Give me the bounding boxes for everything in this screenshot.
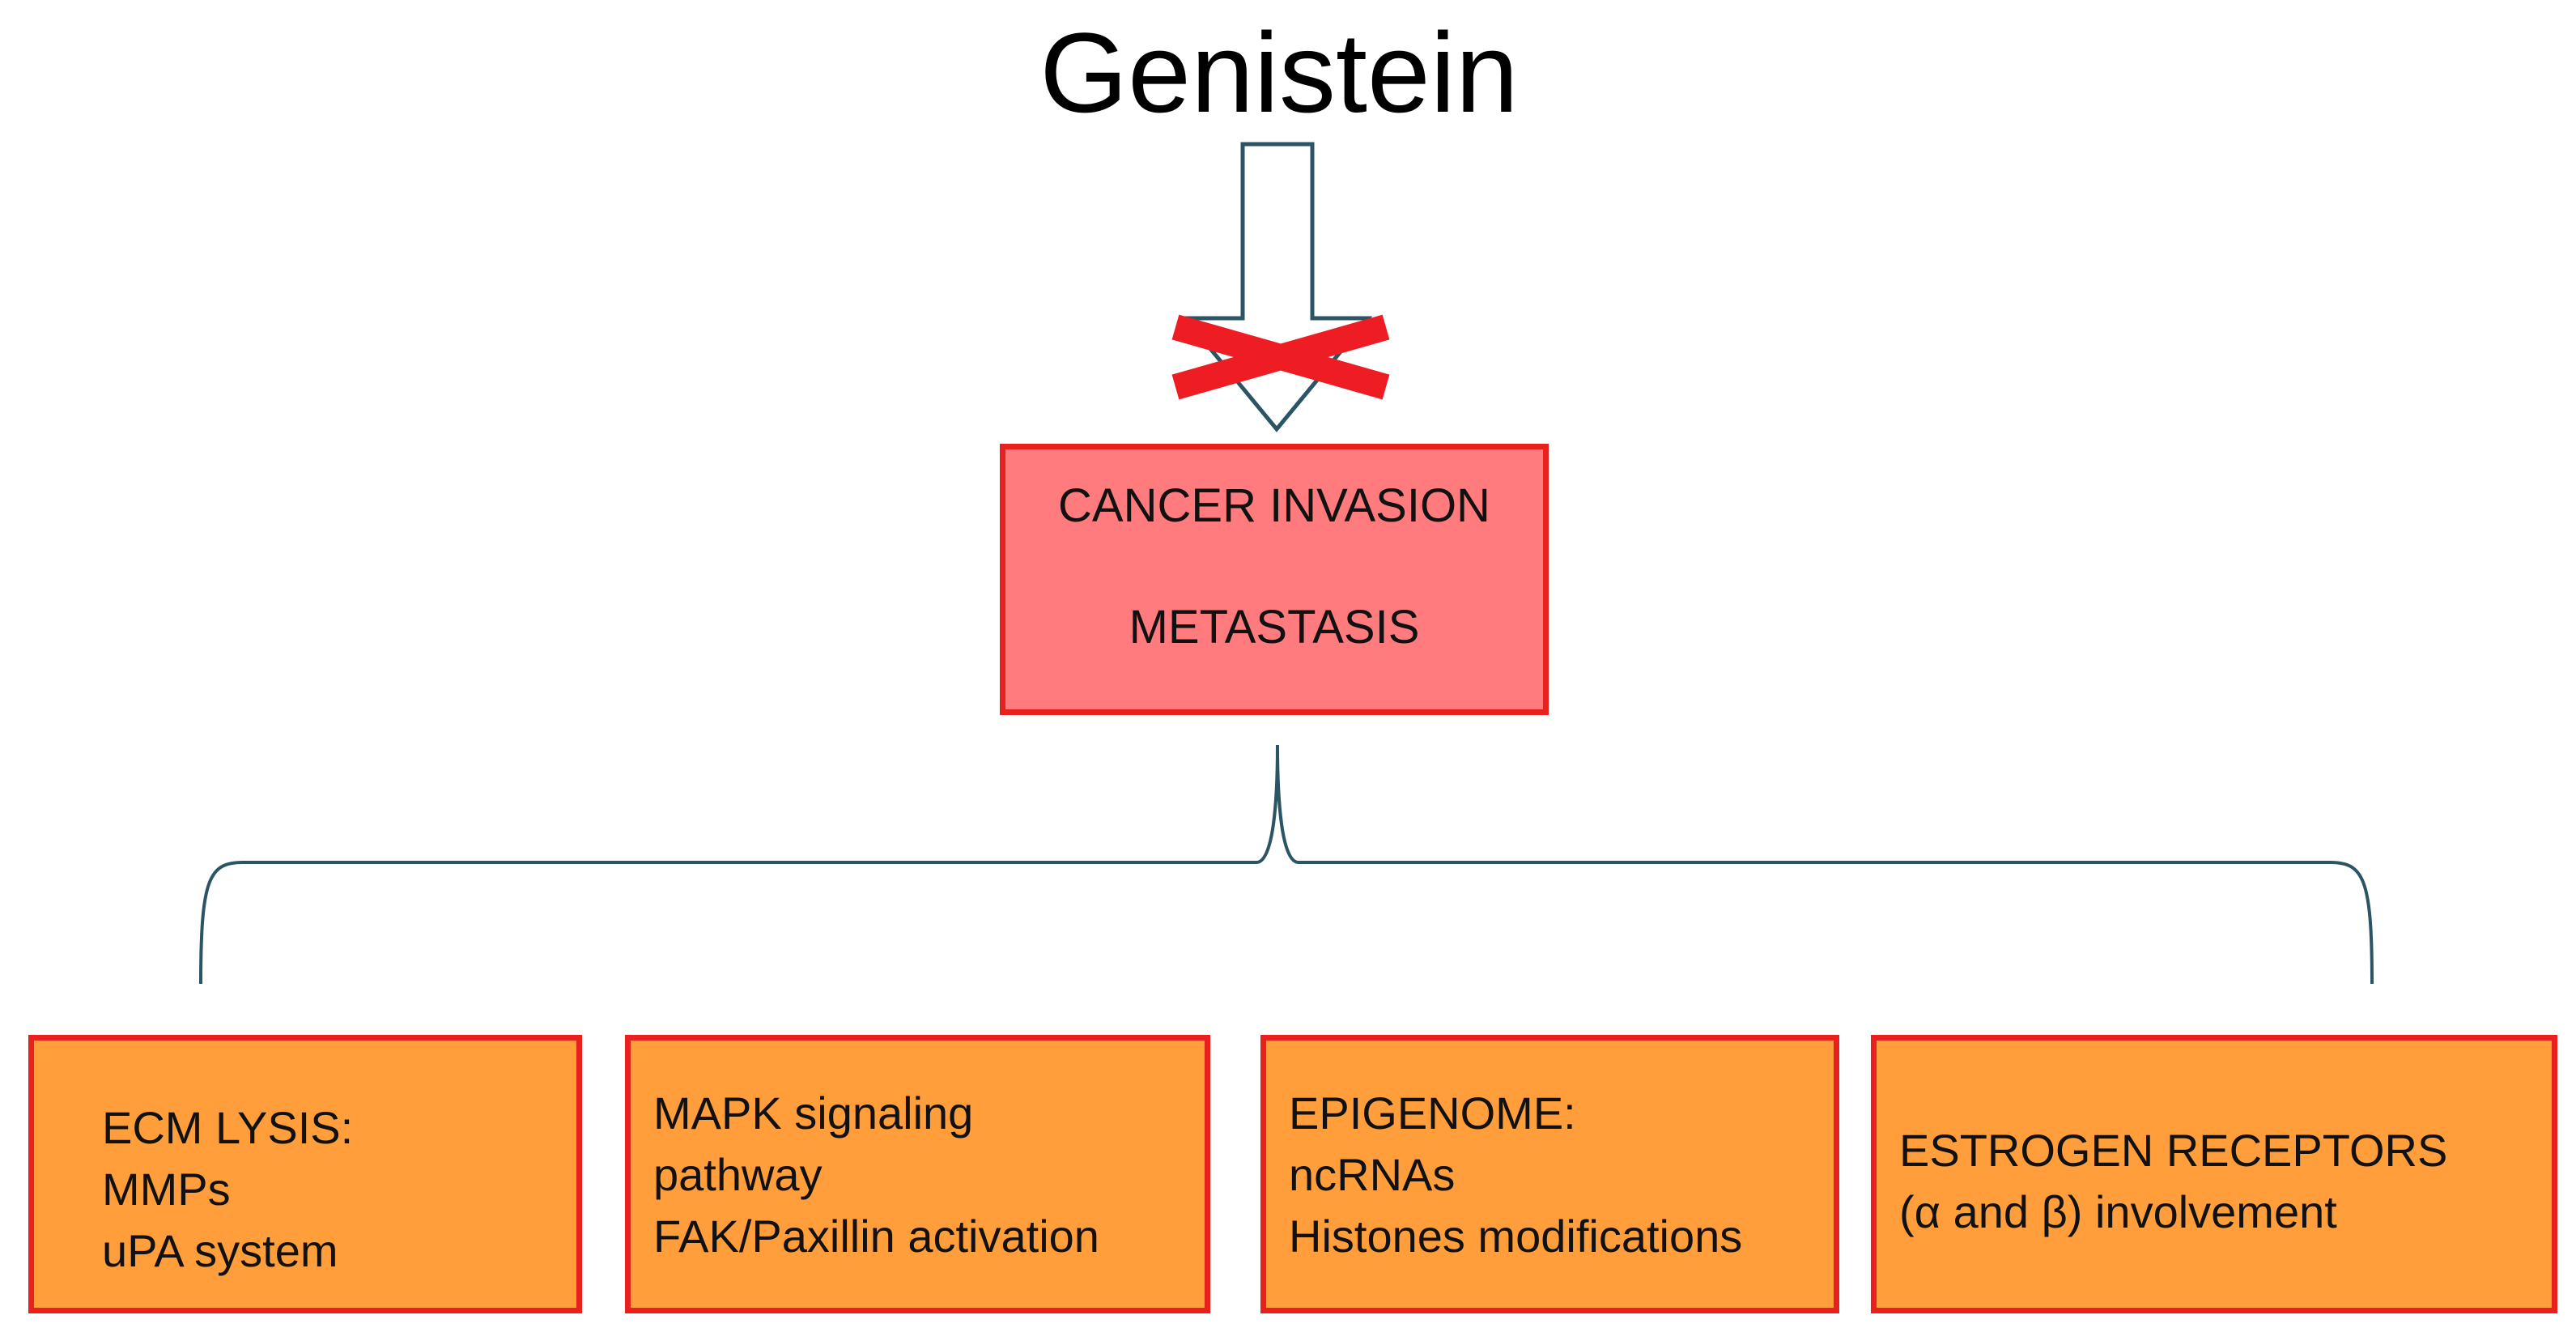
box-ecm-lysis-line-3: uPA system [102,1225,338,1276]
box-mapk-line-1: MAPK signaling [653,1088,974,1139]
box-epigenome-line-1: EPIGENOME: [1289,1088,1576,1139]
block-cross-icon [1171,314,1390,400]
box-estrogen-receptors: ESTROGEN RECEPTORS (α and β) involvement [1871,1035,2557,1313]
box-estrogen-line-2: (α and β) involvement [1899,1186,2337,1237]
box-epigenome-line-2: ncRNAs [1289,1149,1456,1200]
box-mapk-signaling: MAPK signaling pathway FAK/Paxillin acti… [625,1035,1210,1313]
box-ecm-lysis: ECM LYSIS: MMPs uPA system [28,1035,582,1313]
box-estrogen-line-1: ESTROGEN RECEPTORS [1899,1125,2448,1176]
box-epigenome-line-3: Histones modifications [1289,1211,1743,1262]
center-box-line-1: CANCER INVASION [1058,479,1490,532]
box-epigenome: EPIGENOME: ncRNAs Histones modifications [1260,1035,1839,1313]
box-ecm-lysis-line-2: MMPs [102,1164,231,1215]
box-ecm-lysis-line-1: ECM LYSIS: [102,1102,354,1153]
box-mapk-line-3: FAK/Paxillin activation [653,1211,1099,1262]
diagram-title: Genistein [1039,9,1519,136]
box-mapk-line-2: pathway [653,1149,823,1200]
center-box-cancer-invasion: CANCER INVASION METASTASIS [1000,444,1549,715]
center-box-line-2: METASTASIS [1129,601,1420,653]
branch-brace [199,744,2374,985]
